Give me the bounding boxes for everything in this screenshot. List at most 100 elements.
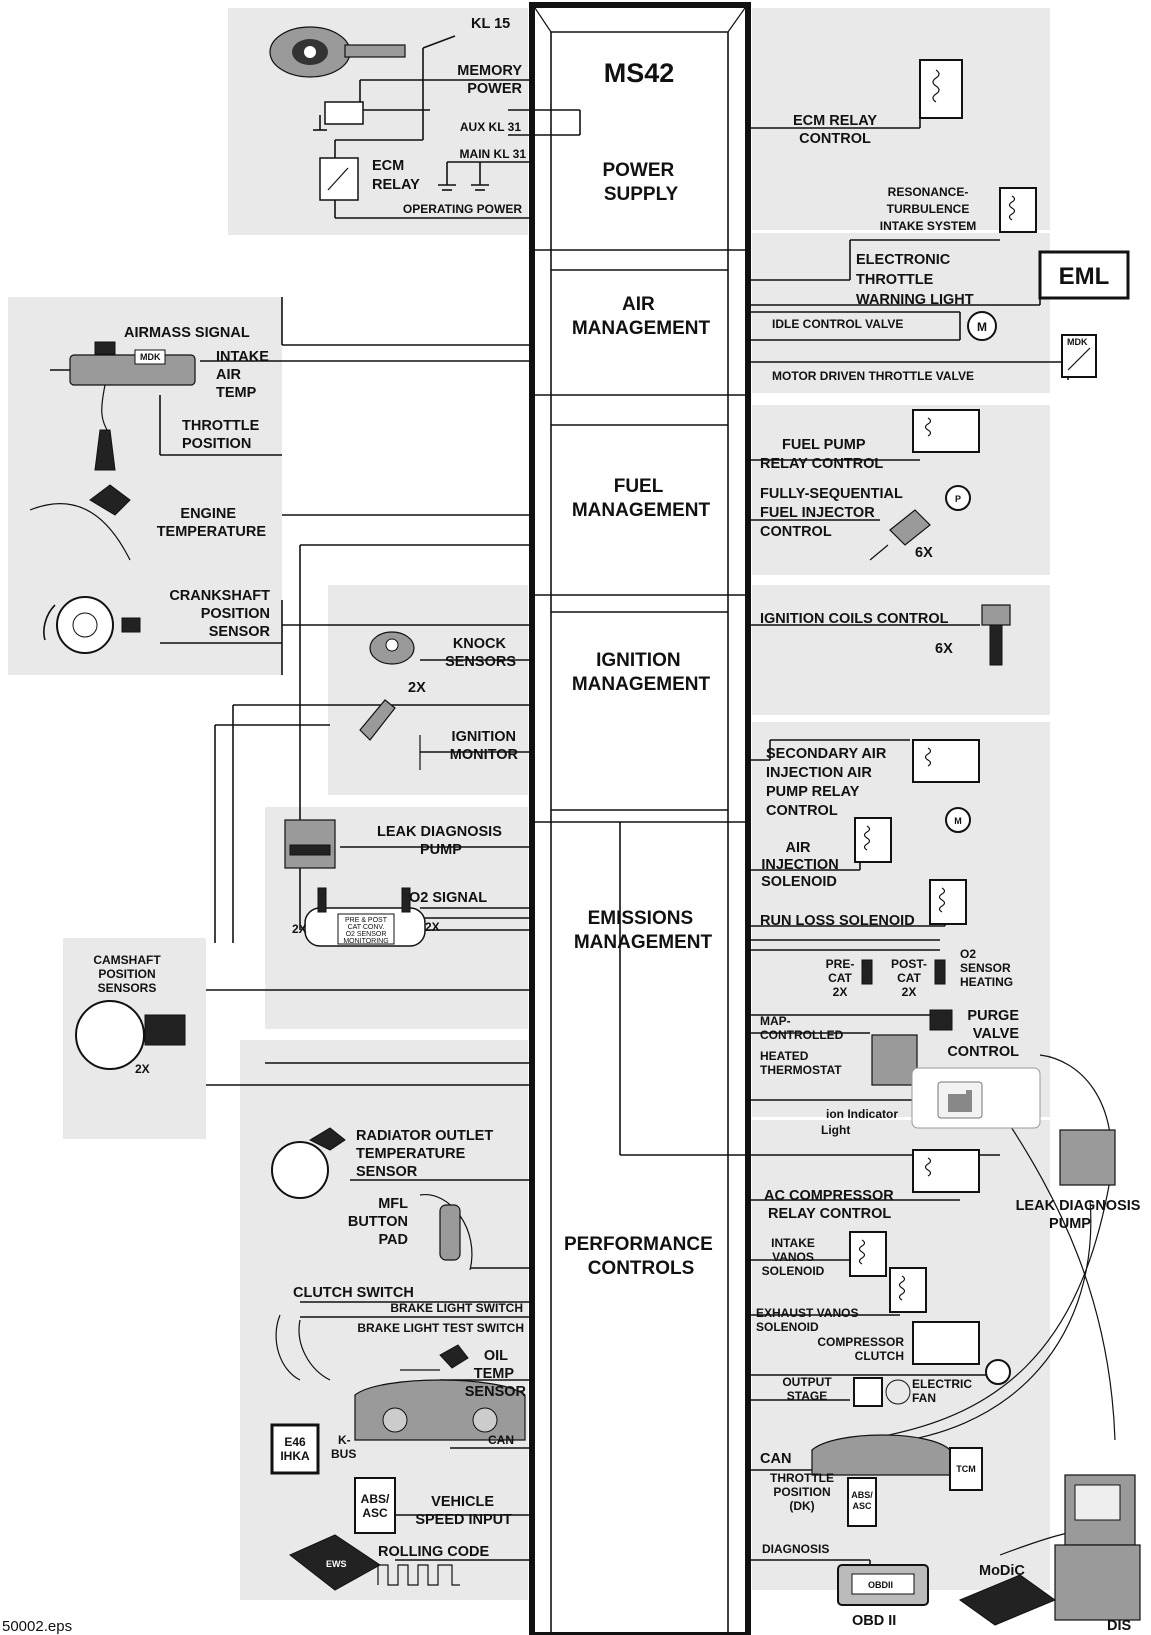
section-performance-controls: PERFORMANCE CONTROLS <box>564 1234 718 1279</box>
label-main-kl31: MAIN KL 31 <box>460 147 527 161</box>
label-cam-2x: 2X <box>135 1062 150 1076</box>
label-clutch-switch: CLUTCH SWITCH <box>293 1285 414 1301</box>
label-abs-asc-right: ABS/ASC <box>851 1490 873 1511</box>
label-ews: EWS <box>326 1559 347 1569</box>
run-loss-solenoid-icon <box>929 879 967 925</box>
leak-pump-right-icon <box>1059 1129 1116 1186</box>
label-run-loss: RUN LOSS SOLENOID <box>760 913 915 929</box>
label-pump-p: P <box>955 494 961 504</box>
radiator-sensor-icon <box>271 1127 346 1199</box>
label-tcm: TCM <box>956 1464 976 1474</box>
footer-filename: 50002.eps <box>2 1618 72 1635</box>
label-mdk-left: MDK <box>140 352 161 362</box>
label-can-right: CAN <box>760 1451 791 1467</box>
fuel-pump-relay-icon <box>912 409 980 511</box>
ground-icon <box>438 184 489 191</box>
label-brake-light-test: BRAKE LIGHT TEST SWITCH <box>357 1321 524 1335</box>
section-air-management: AIR MANAGEMENT <box>572 294 711 339</box>
ac-relay-icon <box>912 1149 980 1193</box>
oil-temp-sensor-icon <box>400 1344 469 1371</box>
label-kl15: KL 15 <box>471 16 510 32</box>
label-inj-6x: 6X <box>915 545 933 561</box>
ecm-title: MS42 <box>604 58 675 88</box>
section-fuel-management: FUEL MANAGEMENT <box>572 476 711 521</box>
label-dis: DIS <box>1107 1618 1132 1634</box>
label-can-left: CAN <box>488 1433 514 1447</box>
cluster-right-icon <box>811 1434 951 1476</box>
label-air-pump-m: M <box>954 816 962 826</box>
compressor-relay-icon <box>912 1321 1011 1385</box>
spark-plug-icon <box>359 699 421 770</box>
battery-icon <box>313 101 364 131</box>
label-obd2: OBD II <box>852 1613 896 1629</box>
label-o2-2x-b: 2X <box>425 920 440 934</box>
label-rolling-code: ROLLING CODE <box>378 1544 489 1560</box>
label-o2-signal: O2 SIGNAL <box>409 890 487 906</box>
label-airmass-signal: AIRMASS SIGNAL <box>124 325 250 341</box>
output-stage-box <box>853 1377 911 1407</box>
air-injection-solenoid-icon <box>854 817 892 863</box>
tcm-box <box>949 1447 983 1491</box>
mfl-steering-icon <box>419 1194 473 1271</box>
label-idle-control: IDLE CONTROL VALVE <box>772 317 903 331</box>
instrument-cluster-icon <box>354 1379 526 1441</box>
dis-tester-icon <box>1054 1474 1141 1621</box>
section-emissions-management: EMISSIONS MANAGEMENT <box>574 908 713 953</box>
label-mdk-right: MDK <box>1067 337 1088 347</box>
section-power-supply: POWER SUPPLY <box>602 160 679 205</box>
label-ignition-coils: IGNITION COILS CONTROL <box>760 611 949 627</box>
engine-temp-sensor-icon <box>29 484 131 561</box>
obd-connector-icon <box>837 1564 929 1606</box>
catalytic-converter-icon <box>304 887 426 947</box>
intake-vanos-icon <box>849 1231 887 1277</box>
leak-pump-left-icon <box>284 819 336 869</box>
exhaust-vanos-icon <box>889 1267 927 1313</box>
o2-sensor-heater-icon <box>861 959 946 985</box>
label-motor-m: M <box>977 320 987 334</box>
label-coil-6x: 6X <box>935 641 953 657</box>
ihka-box <box>270 1423 320 1475</box>
camshaft-sensor-icon <box>75 1000 186 1070</box>
label-aux-kl31: AUX KL 31 <box>460 120 521 134</box>
rolling-code-waveform <box>377 1564 460 1586</box>
label-abs-asc-left: ABS/ASC <box>361 1492 390 1520</box>
resonance-relay-icon <box>999 187 1037 233</box>
knock-sensor-icon <box>369 631 415 665</box>
thermostat-icon <box>871 1009 953 1086</box>
ecm-column <box>529 2 751 1635</box>
label-diagnosis: DIAGNOSIS <box>762 1542 829 1556</box>
abs-right-box <box>847 1477 877 1527</box>
ignition-key-icon <box>269 26 406 78</box>
